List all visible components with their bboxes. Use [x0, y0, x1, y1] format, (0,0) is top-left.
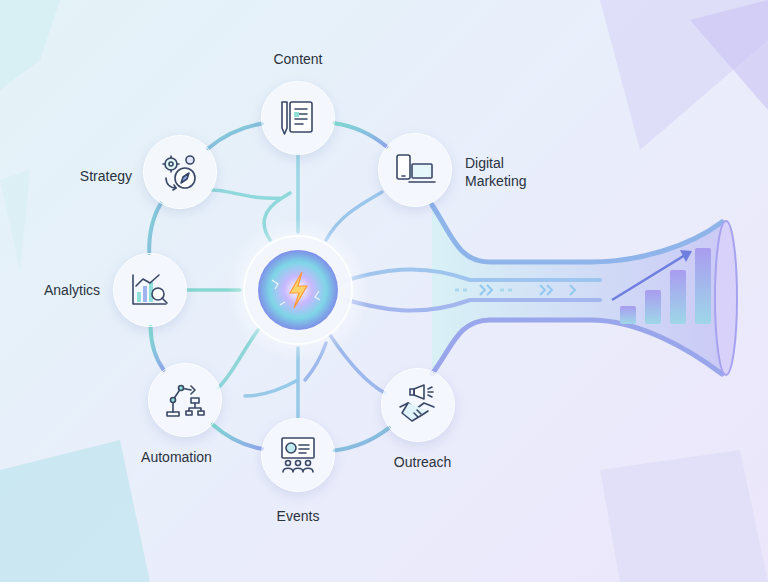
- growth-funnel: [432, 205, 737, 375]
- channel-circle: Events: [261, 418, 335, 492]
- devices-icon: [397, 155, 435, 182]
- node-fills: [114, 82, 454, 491]
- ring-arc: [335, 123, 387, 146]
- channel-label: Automation: [141, 448, 212, 466]
- channel-circle: Analytics: [113, 253, 187, 327]
- ring-arc: [213, 425, 262, 449]
- channel-circle: Content: [261, 81, 335, 155]
- outreach-icon: [400, 385, 434, 421]
- central-hub: [226, 218, 370, 362]
- channel-label: Outreach: [394, 453, 452, 471]
- channel-label: Strategy: [80, 167, 132, 185]
- channel-circle: Automation: [148, 363, 222, 437]
- ring-arc: [335, 428, 389, 451]
- channel-label: Content: [273, 50, 322, 68]
- channel-label: Digital Marketing: [465, 154, 549, 190]
- node-icons: [133, 102, 435, 472]
- strategy-icon: [163, 156, 195, 190]
- channel-circle: Digital Marketing: [378, 133, 452, 207]
- channel-label: Events: [277, 507, 320, 525]
- channel-label: Analytics: [44, 281, 100, 299]
- channel-circle: Outreach: [381, 368, 455, 442]
- automation-icon: [167, 386, 204, 417]
- analytics-icon: [133, 275, 167, 304]
- document-icon: [282, 102, 312, 134]
- ring-arc: [151, 327, 164, 370]
- ring-arc: [208, 124, 261, 149]
- ring-arc: [149, 204, 161, 253]
- events-icon: [282, 438, 314, 472]
- channel-circle: Strategy: [143, 135, 217, 209]
